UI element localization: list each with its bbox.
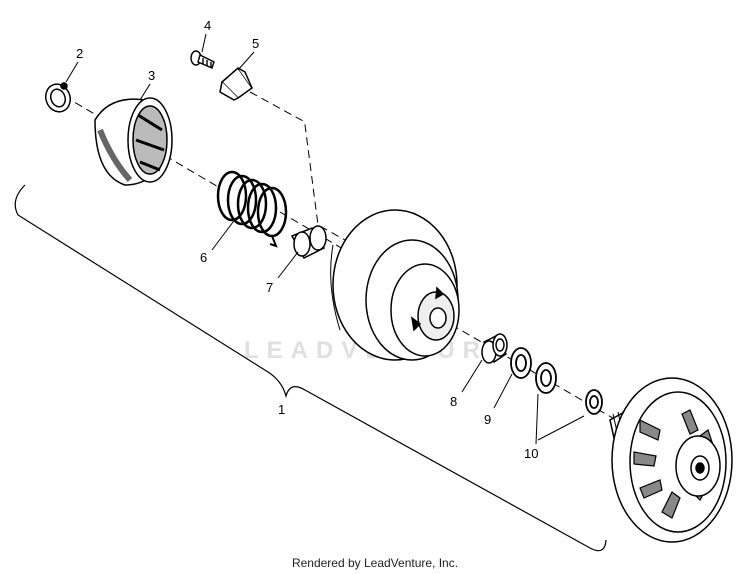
screw-part-4 bbox=[190, 50, 215, 69]
button-part-5 bbox=[219, 66, 254, 101]
washers-part-10 bbox=[535, 362, 603, 415]
stationary-sheave bbox=[609, 377, 733, 543]
bushing-part-7 bbox=[290, 225, 327, 259]
callout-labels: 1 2 3 4 5 6 7 8 9 10 bbox=[76, 18, 538, 461]
callout-7: 7 bbox=[266, 280, 273, 295]
cam-part-3 bbox=[94, 97, 173, 186]
callout-6: 6 bbox=[200, 250, 207, 265]
callout-9: 9 bbox=[484, 412, 491, 427]
assembly-bracket bbox=[14, 184, 607, 552]
bushing-part-8 bbox=[481, 333, 508, 364]
moveable-sheave bbox=[330, 209, 460, 361]
callout-3: 3 bbox=[148, 68, 155, 83]
callout-5: 5 bbox=[252, 36, 259, 51]
callout-4: 4 bbox=[204, 18, 211, 33]
callout-8: 8 bbox=[450, 394, 457, 409]
retaining-ring-part-2 bbox=[44, 82, 72, 113]
footer-credit: Rendered by LeadVenture, Inc. bbox=[291, 556, 459, 570]
callout-1: 1 bbox=[278, 402, 285, 417]
callout-10: 10 bbox=[524, 446, 538, 461]
callout-2: 2 bbox=[76, 46, 83, 61]
spring-part-6 bbox=[216, 170, 288, 248]
leader-lines bbox=[65, 33, 585, 445]
washer-part-9 bbox=[510, 347, 532, 379]
